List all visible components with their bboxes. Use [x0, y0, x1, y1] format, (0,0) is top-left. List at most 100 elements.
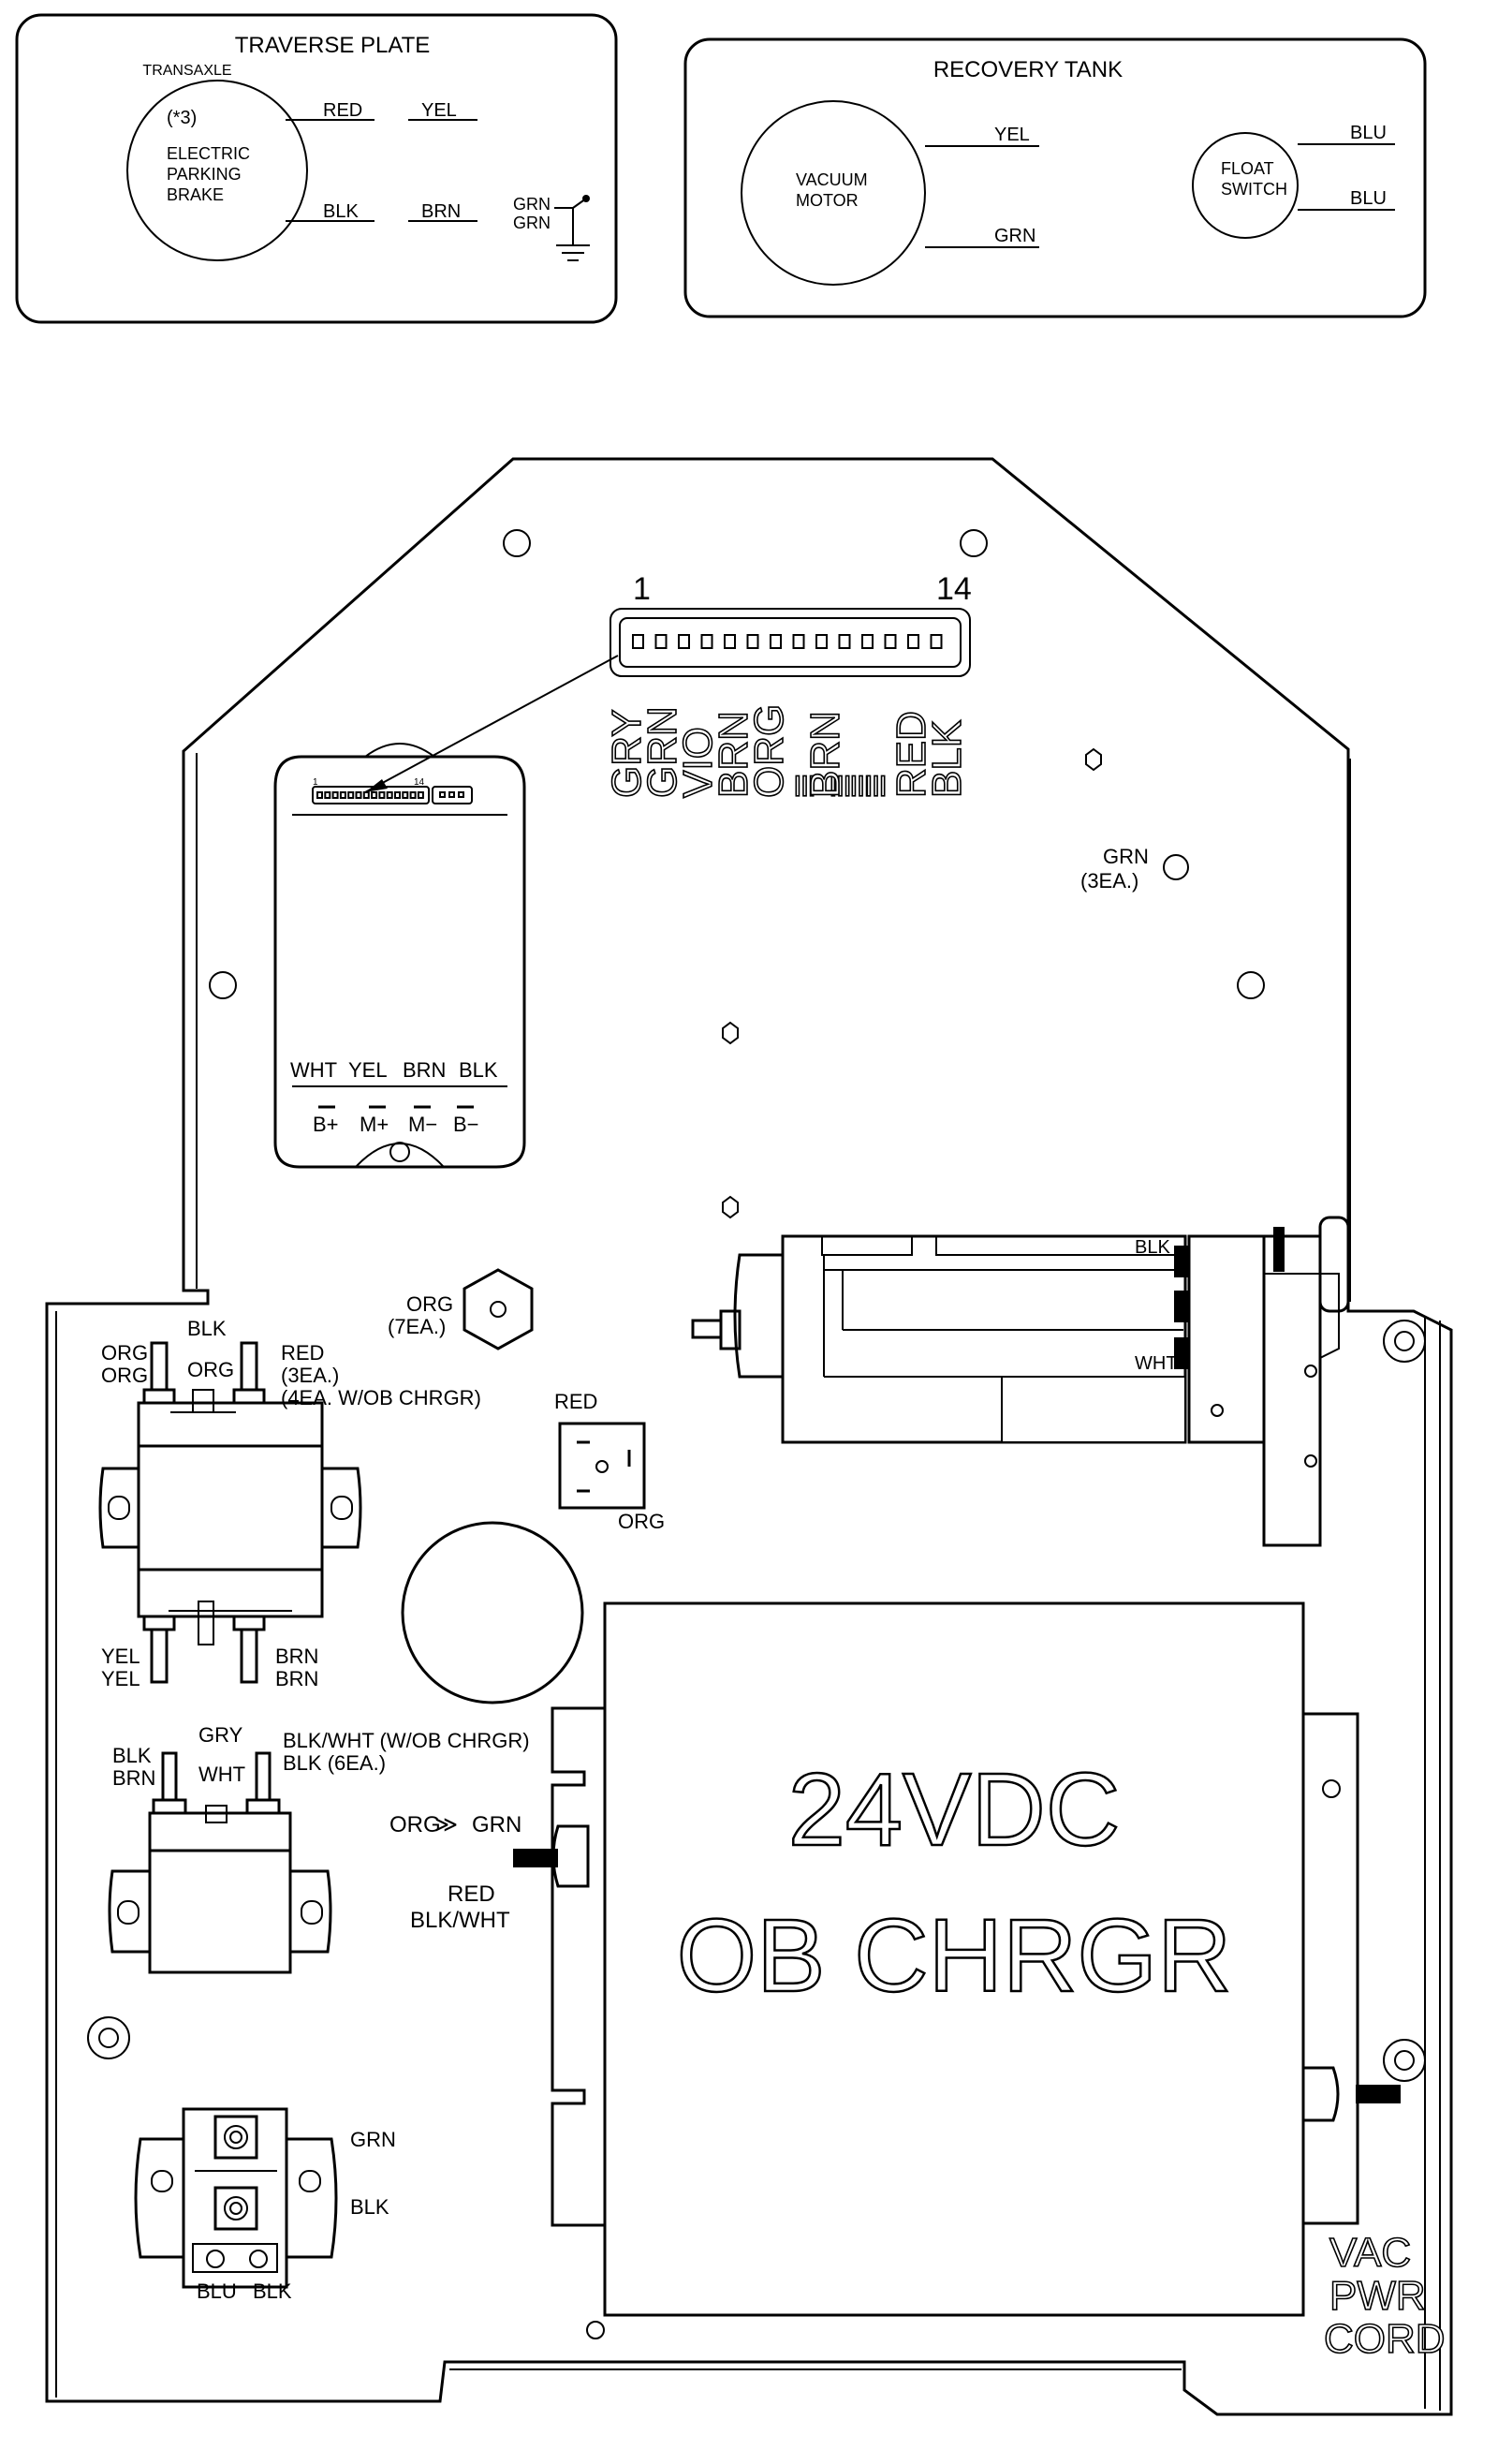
- brake-label-1: ELECTRIC: [167, 144, 250, 163]
- connector-pin: [746, 634, 759, 649]
- ground-wire-1: GRN: [513, 195, 551, 214]
- relay-top-left-1: ORG: [101, 1341, 148, 1365]
- relay-top-left-2: ORG: [101, 1364, 148, 1387]
- vacuum-wire-grn: GRN: [994, 226, 1035, 246]
- connector-wire-label: BRN: [802, 711, 848, 798]
- parking-brake-circle: [126, 80, 308, 261]
- brake-note: (*3): [167, 108, 197, 128]
- motor-switch-assembly: BLK WHT: [691, 1216, 1350, 1547]
- controller-pin: [324, 791, 331, 799]
- connector-wire-label: BLK: [924, 720, 970, 798]
- connector-pin: [678, 634, 690, 649]
- connector-pin: [654, 634, 668, 649]
- vacuum-wire-yel: YEL: [994, 125, 1030, 145]
- vac-cord-label-3: CORD: [1324, 2316, 1446, 2362]
- connector-pin: [770, 634, 782, 649]
- controller-pin: [394, 791, 401, 799]
- controller-pin: [371, 791, 378, 799]
- controller-wire-yel: YEL: [348, 1058, 388, 1082]
- relay-top-right-1: RED: [281, 1341, 324, 1365]
- relay-top-right-3: (4EA. W/OB CHRGR): [281, 1386, 481, 1409]
- relay-bottom-right-label: BLK: [253, 2280, 292, 2303]
- connector-pin: [907, 634, 919, 649]
- connector-wire-label: ≡: [817, 774, 863, 798]
- charger-conn-org: ORG: [389, 1812, 441, 1837]
- mount-hole: [1383, 2039, 1426, 2082]
- connector-wire-label: ≡: [853, 774, 899, 798]
- brake-wire-red: RED: [323, 100, 362, 121]
- traverse-plate-title: TRAVERSE PLATE: [235, 33, 431, 58]
- main-panel-outline: [45, 457, 1453, 2416]
- charger-conn-arrow: ≫: [434, 1812, 458, 1837]
- controller-wire-brn: BRN: [403, 1058, 446, 1082]
- connector-wire-label: ORG: [746, 704, 792, 798]
- controller-wire-wht: WHT: [290, 1058, 337, 1082]
- relay-middle: BLK BRN GRY WHT BLK/WHT (W/OB CHRGR) BLK…: [108, 1723, 530, 1974]
- charger-conn-red: RED: [448, 1881, 495, 1907]
- connector-wire-label: VIO: [675, 727, 721, 798]
- controller-pin: [347, 791, 355, 799]
- relay-mid-left-2: BRN: [112, 1766, 155, 1790]
- large-cutout: [401, 1521, 584, 1704]
- relay-mid-left-1: BLK: [112, 1744, 152, 1767]
- connector-pin: [632, 634, 644, 649]
- relay-mid-right-1: BLK/WHT (W/OB CHRGR): [283, 1729, 530, 1752]
- float-label-2: SWITCH: [1221, 180, 1287, 199]
- connector-pin-last: 14: [936, 571, 972, 607]
- vac-cord-label-1: VAC: [1329, 2230, 1411, 2276]
- org-ground-stud: ORG (7EA.): [388, 1268, 534, 1350]
- hex-stud-icon: [722, 1021, 739, 1045]
- mount-hole: [87, 2016, 130, 2059]
- controller-pin: [386, 791, 393, 799]
- ground-hole: [1163, 854, 1189, 880]
- controller-wire-blk: BLK: [459, 1058, 498, 1082]
- onboard-charger: 24VDC OB CHRGR ORG ≫ GRN RED BLK/WHT: [389, 1601, 1401, 2317]
- mount-hole: [1322, 1779, 1341, 1798]
- connector-pin: [815, 634, 828, 649]
- float-wire-2: BLU: [1350, 188, 1387, 209]
- brake-label-3: BRAKE: [167, 185, 224, 204]
- mount-hole: [1383, 1320, 1426, 1363]
- relay-bottom-left-label: BLU: [197, 2280, 237, 2303]
- charger-label-2: OB CHRGR: [677, 1898, 1232, 2014]
- diode-module: RED ORG: [554, 1390, 665, 1533]
- connector-wire-label: ≡: [782, 774, 828, 798]
- controller-pin: [355, 791, 362, 799]
- brake-wire-brn: BRN: [421, 201, 461, 222]
- controller-pin: [316, 791, 323, 799]
- relay-bottom-right-top: GRN: [350, 2128, 396, 2151]
- connector-wire-label: RED: [889, 711, 934, 798]
- connector-pin: [792, 634, 805, 649]
- diode-bottom-label: ORG: [618, 1510, 665, 1533]
- connector-pin: [884, 634, 897, 649]
- relay-top-center: ORG: [187, 1358, 234, 1381]
- diode-top-label: RED: [554, 1390, 597, 1413]
- relay-mid-center: WHT: [198, 1763, 245, 1786]
- relay-top-blk: BLK: [187, 1317, 227, 1340]
- relay-top-bottom-right-1: BRN: [275, 1645, 318, 1668]
- connector-pin: [700, 634, 713, 649]
- connector-pin: [930, 634, 943, 649]
- controller-pin: [331, 791, 339, 799]
- connector-wire-label: BRN: [711, 711, 756, 798]
- relay-top-right-2: (3EA.): [281, 1364, 339, 1387]
- controller-pin: [378, 791, 386, 799]
- recovery-tank-title: RECOVERY TANK: [933, 57, 1123, 82]
- connector-pin: [838, 634, 851, 649]
- hex-stud-icon: [1085, 747, 1102, 772]
- org-stud-label-2: (7EA.): [388, 1315, 446, 1338]
- float-switch-circle: [1192, 132, 1299, 239]
- ground-note-2: (3EA.): [1080, 869, 1138, 893]
- vacuum-label-1: VACUUM: [796, 170, 868, 189]
- controller-terminal-mminus: M−: [408, 1113, 437, 1136]
- motor-switch-bottom-label: WHT: [1135, 1353, 1178, 1374]
- mount-hole: [960, 529, 988, 557]
- controller-pin: [409, 791, 417, 799]
- vacuum-motor-circle: [741, 100, 926, 286]
- controller-terminal-bminus: B−: [453, 1113, 479, 1136]
- ground-wire-2: GRN: [513, 214, 551, 232]
- connector-pin: [861, 634, 874, 649]
- charger-conn-grn: GRN: [472, 1812, 521, 1837]
- relay-mid-top: GRY: [198, 1723, 243, 1747]
